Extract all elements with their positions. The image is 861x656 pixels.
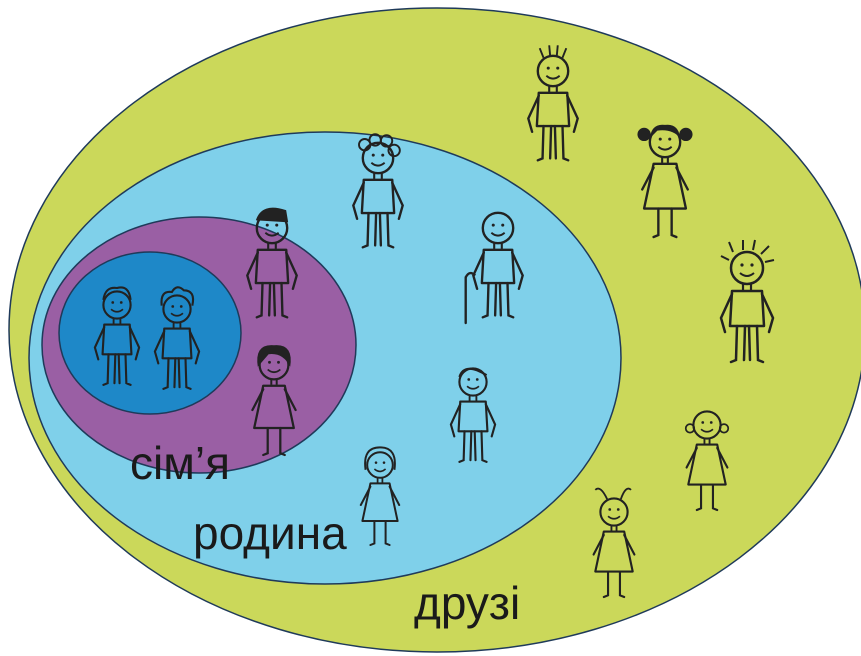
friends-label: друзі: [414, 577, 521, 629]
mother-figure: [251, 345, 297, 457]
father-figure: [246, 207, 298, 319]
friend-boy-figure: [527, 45, 579, 162]
cousin-girl-figure: [359, 446, 401, 547]
grandfather-figure: [464, 211, 524, 325]
cousin-boy-figure: [449, 367, 497, 463]
boy-figure-2: [153, 286, 201, 390]
family-label: сім’я: [130, 437, 230, 489]
friend-girl-dress-figure: [684, 410, 730, 512]
friend-girl-pigtails-figure: [637, 124, 693, 239]
core-circle: [58, 251, 242, 415]
relatives-label: родина: [193, 507, 347, 559]
friend-curly-hair-figure: [719, 239, 775, 364]
friend-girl-antennae-figure: [592, 487, 636, 599]
boy-figure-1: [93, 286, 141, 386]
grandmother-figure: [352, 133, 404, 249]
